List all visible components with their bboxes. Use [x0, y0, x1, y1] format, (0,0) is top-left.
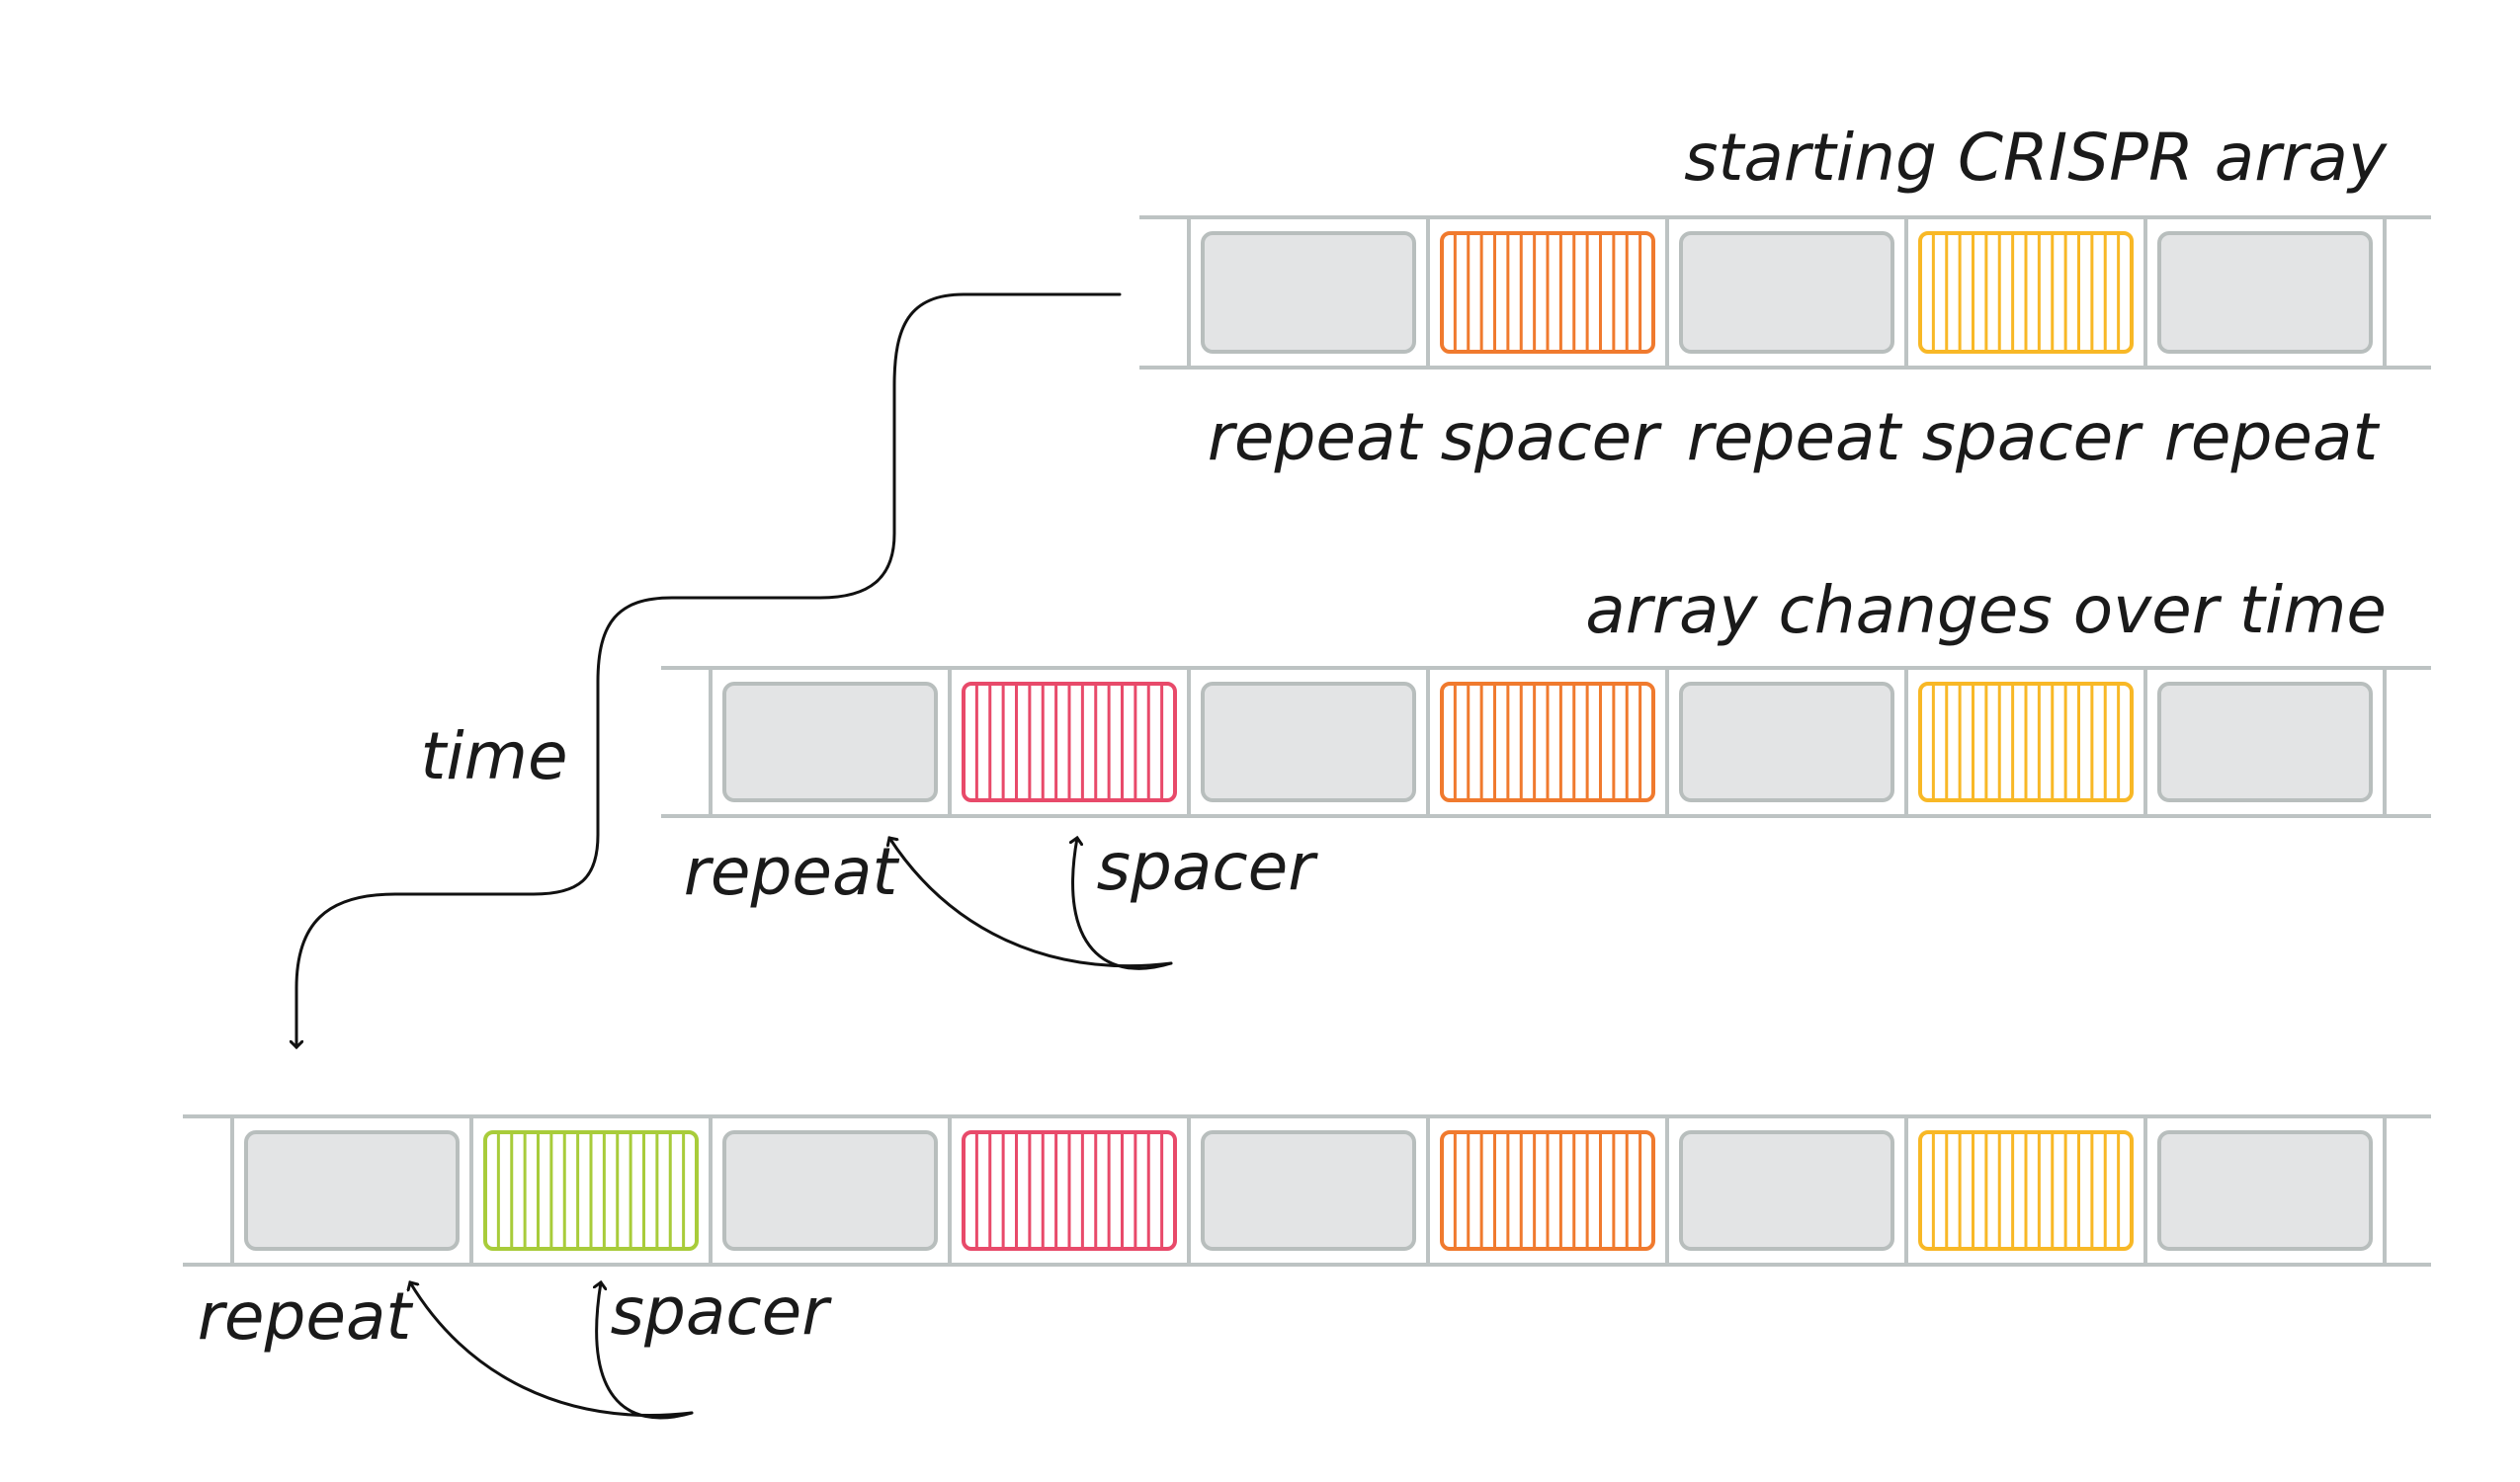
repeat-segment [2157, 682, 2373, 802]
insertion-arrow [597, 1282, 694, 1420]
repeat-segment [1201, 682, 1416, 802]
repeat-segment [244, 1130, 460, 1251]
repeat-segment [1679, 1130, 1894, 1251]
spacer-segment [962, 1130, 1177, 1251]
starting-array-labels: repeat spacer repeat spacer repeat [1208, 399, 2381, 475]
insertion-arrow [889, 838, 1173, 968]
spacer-segment [1440, 682, 1655, 802]
spacer-segment [483, 1130, 699, 1251]
repeat-segment [722, 682, 938, 802]
repeat-label: repeat [2164, 399, 2381, 475]
insertion-arrow [410, 1282, 694, 1417]
intermediate-array [661, 666, 2431, 818]
spacer-label: spacer [1922, 399, 2144, 475]
repeat-label: repeat [1687, 399, 1903, 475]
spacer-segment [1918, 682, 2134, 802]
repeat-segment [1679, 682, 1894, 802]
insertion-arrow [1073, 838, 1173, 970]
spacer-label: spacer [611, 1274, 833, 1350]
starting-array [1139, 215, 2431, 370]
spacer-label: spacer [1441, 399, 1663, 475]
time-arrow [296, 292, 1122, 1047]
spacer-segment [1440, 231, 1655, 354]
repeat-segment [1201, 1130, 1416, 1251]
repeat-segment [722, 1130, 938, 1251]
repeat-label: repeat [684, 834, 900, 910]
spacer-segment [962, 682, 1177, 802]
repeat-label: repeat [1208, 399, 1424, 475]
repeat-label: repeat [198, 1278, 414, 1355]
repeat-segment [2157, 1130, 2373, 1251]
time-label: time [420, 718, 567, 794]
spacer-label: spacer [1097, 829, 1319, 905]
repeat-segment [2157, 231, 2373, 354]
spacer-segment [1440, 1130, 1655, 1251]
repeat-segment [1679, 231, 1894, 354]
final-array [183, 1114, 2431, 1267]
changes-title: array changes over time [1585, 572, 2387, 648]
spacer-segment [1918, 1130, 2134, 1251]
starting-array-title: starting CRISPR array [1684, 120, 2388, 196]
spacer-segment [1918, 231, 2134, 354]
repeat-segment [1201, 231, 1416, 354]
